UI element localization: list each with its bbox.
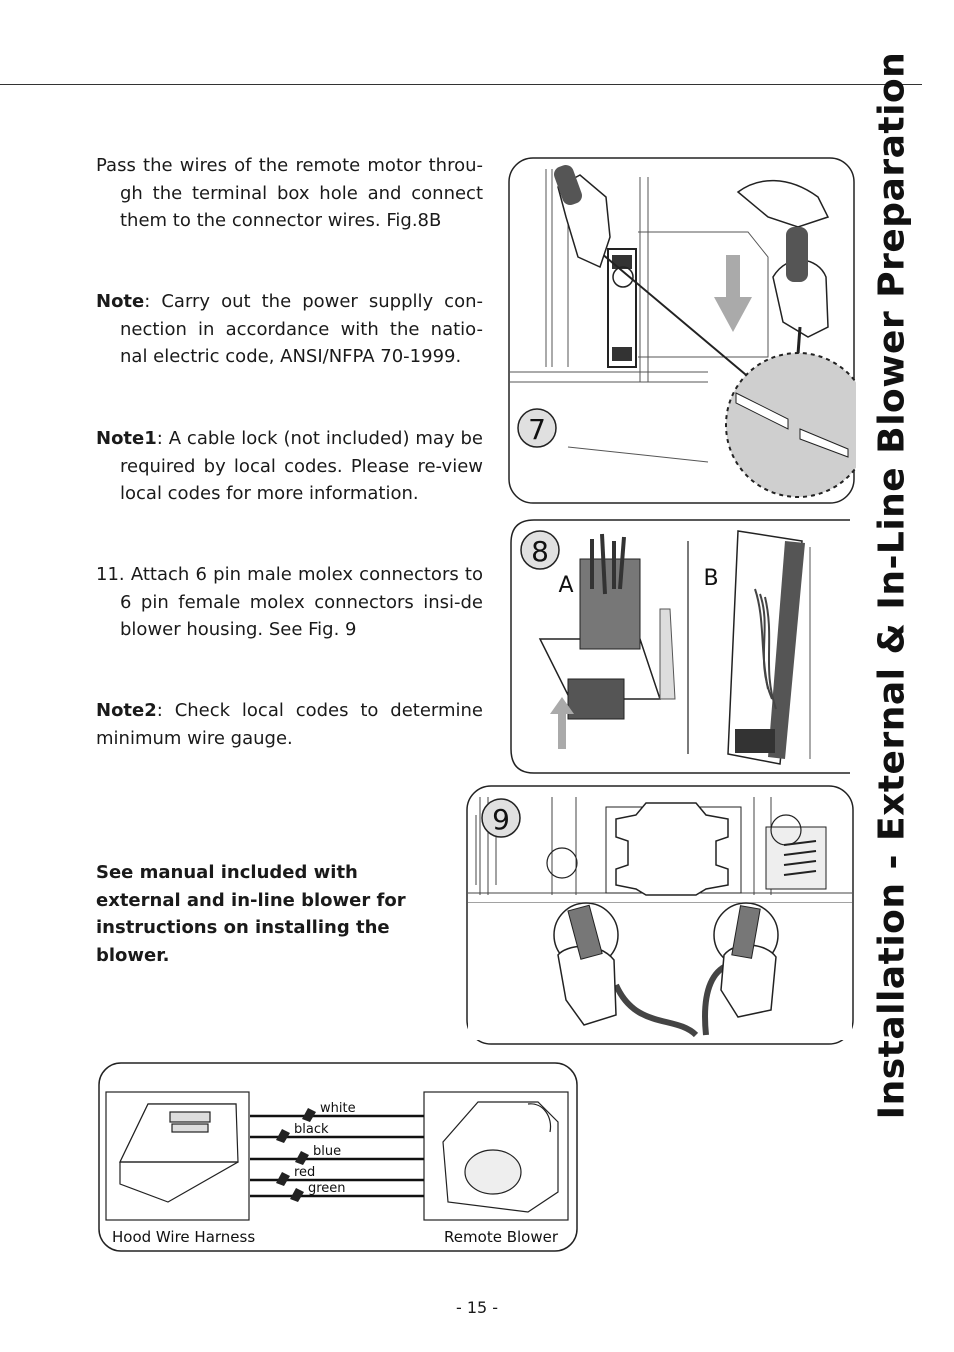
paragraph-note2: Note2: Check local codes to determine mi… xyxy=(96,697,483,752)
note1-label: Note1 xyxy=(96,428,157,449)
page-number: - 15 - xyxy=(455,1298,499,1317)
figure-9: 9 xyxy=(466,785,854,1045)
paragraph-step-11: 11. Attach 6 pin male molex connectors t… xyxy=(96,561,483,644)
wire-nut-icon xyxy=(295,1151,309,1165)
hood-icon xyxy=(119,1103,239,1203)
down-arrow-icon xyxy=(714,255,752,332)
note-text: : Carry out the power supplly con-nectio… xyxy=(120,291,483,367)
figure-9-badge xyxy=(481,798,521,838)
figure-9-number: 9 xyxy=(492,803,510,836)
paragraph-wires: Pass the wires of the remote motor throu… xyxy=(96,152,483,235)
note-label: Note xyxy=(96,291,145,312)
wire-label-red: red xyxy=(294,1165,315,1180)
figure-7-number: 7 xyxy=(528,413,546,446)
note-body: Note: Carry out the power supplly con-ne… xyxy=(96,288,483,371)
note2-text: : Check local codes to determine minimum… xyxy=(96,700,483,749)
cable-left xyxy=(613,983,699,1038)
figure-8a-drawing xyxy=(538,533,676,749)
remote-blower-caption: Remote Blower xyxy=(444,1228,559,1246)
wire-label-blue: blue xyxy=(313,1144,341,1159)
section-title-vertical: Installation - External & In-Line Blower… xyxy=(852,51,932,1119)
hand-left-icon xyxy=(557,904,617,1026)
wire-nut-icon xyxy=(302,1108,316,1122)
manual-instruction: See manual included with external and in… xyxy=(96,862,406,966)
figure-8: 8 A B xyxy=(510,519,850,774)
hood-wire-harness-caption: Hood Wire Harness xyxy=(112,1228,255,1246)
paragraph-note1: Note1: A cable lock (not included) may b… xyxy=(96,425,483,508)
hand-right-icon xyxy=(736,179,830,423)
wire-label-green: green xyxy=(308,1181,346,1196)
note1-text: : A cable lock (not included) may be req… xyxy=(120,428,483,504)
figure-8b-drawing xyxy=(727,530,811,765)
blower-icon xyxy=(442,1101,559,1213)
figure-7-badge xyxy=(517,408,557,448)
top-rule xyxy=(0,84,922,85)
figure-8-label-b: B xyxy=(703,566,718,591)
paragraph-note: Note: Carry out the power supplly con-ne… xyxy=(96,288,483,371)
figure-8-label-a: A xyxy=(558,573,573,598)
wire-label-black: black xyxy=(294,1122,329,1137)
wire-nut-icon xyxy=(276,1129,290,1143)
wire-label-white: white xyxy=(320,1101,356,1116)
note1-body: Note1: A cable lock (not included) may b… xyxy=(96,425,483,508)
note2-label: Note2 xyxy=(96,700,157,721)
wire-nut-icon xyxy=(290,1188,304,1202)
detail-zoom-circle xyxy=(725,352,856,498)
wire-nut-icon xyxy=(276,1172,290,1186)
figure-7: 7 xyxy=(508,157,856,504)
hand-left-icon xyxy=(554,165,611,269)
paragraph-wires-text: Pass the wires of the remote motor throu… xyxy=(96,155,483,231)
note2-body: Note2: Check local codes to determine mi… xyxy=(96,700,483,749)
hand-right-icon xyxy=(720,905,777,1018)
step-11-text: 11. Attach 6 pin male molex connectors t… xyxy=(96,564,483,640)
section-title: Installation - External & In-Line Blower… xyxy=(871,51,913,1119)
up-arrow-icon xyxy=(550,697,574,749)
figure-8-badge xyxy=(520,530,560,570)
figure-8-number: 8 xyxy=(531,535,549,568)
figure-8-frame xyxy=(510,519,850,774)
